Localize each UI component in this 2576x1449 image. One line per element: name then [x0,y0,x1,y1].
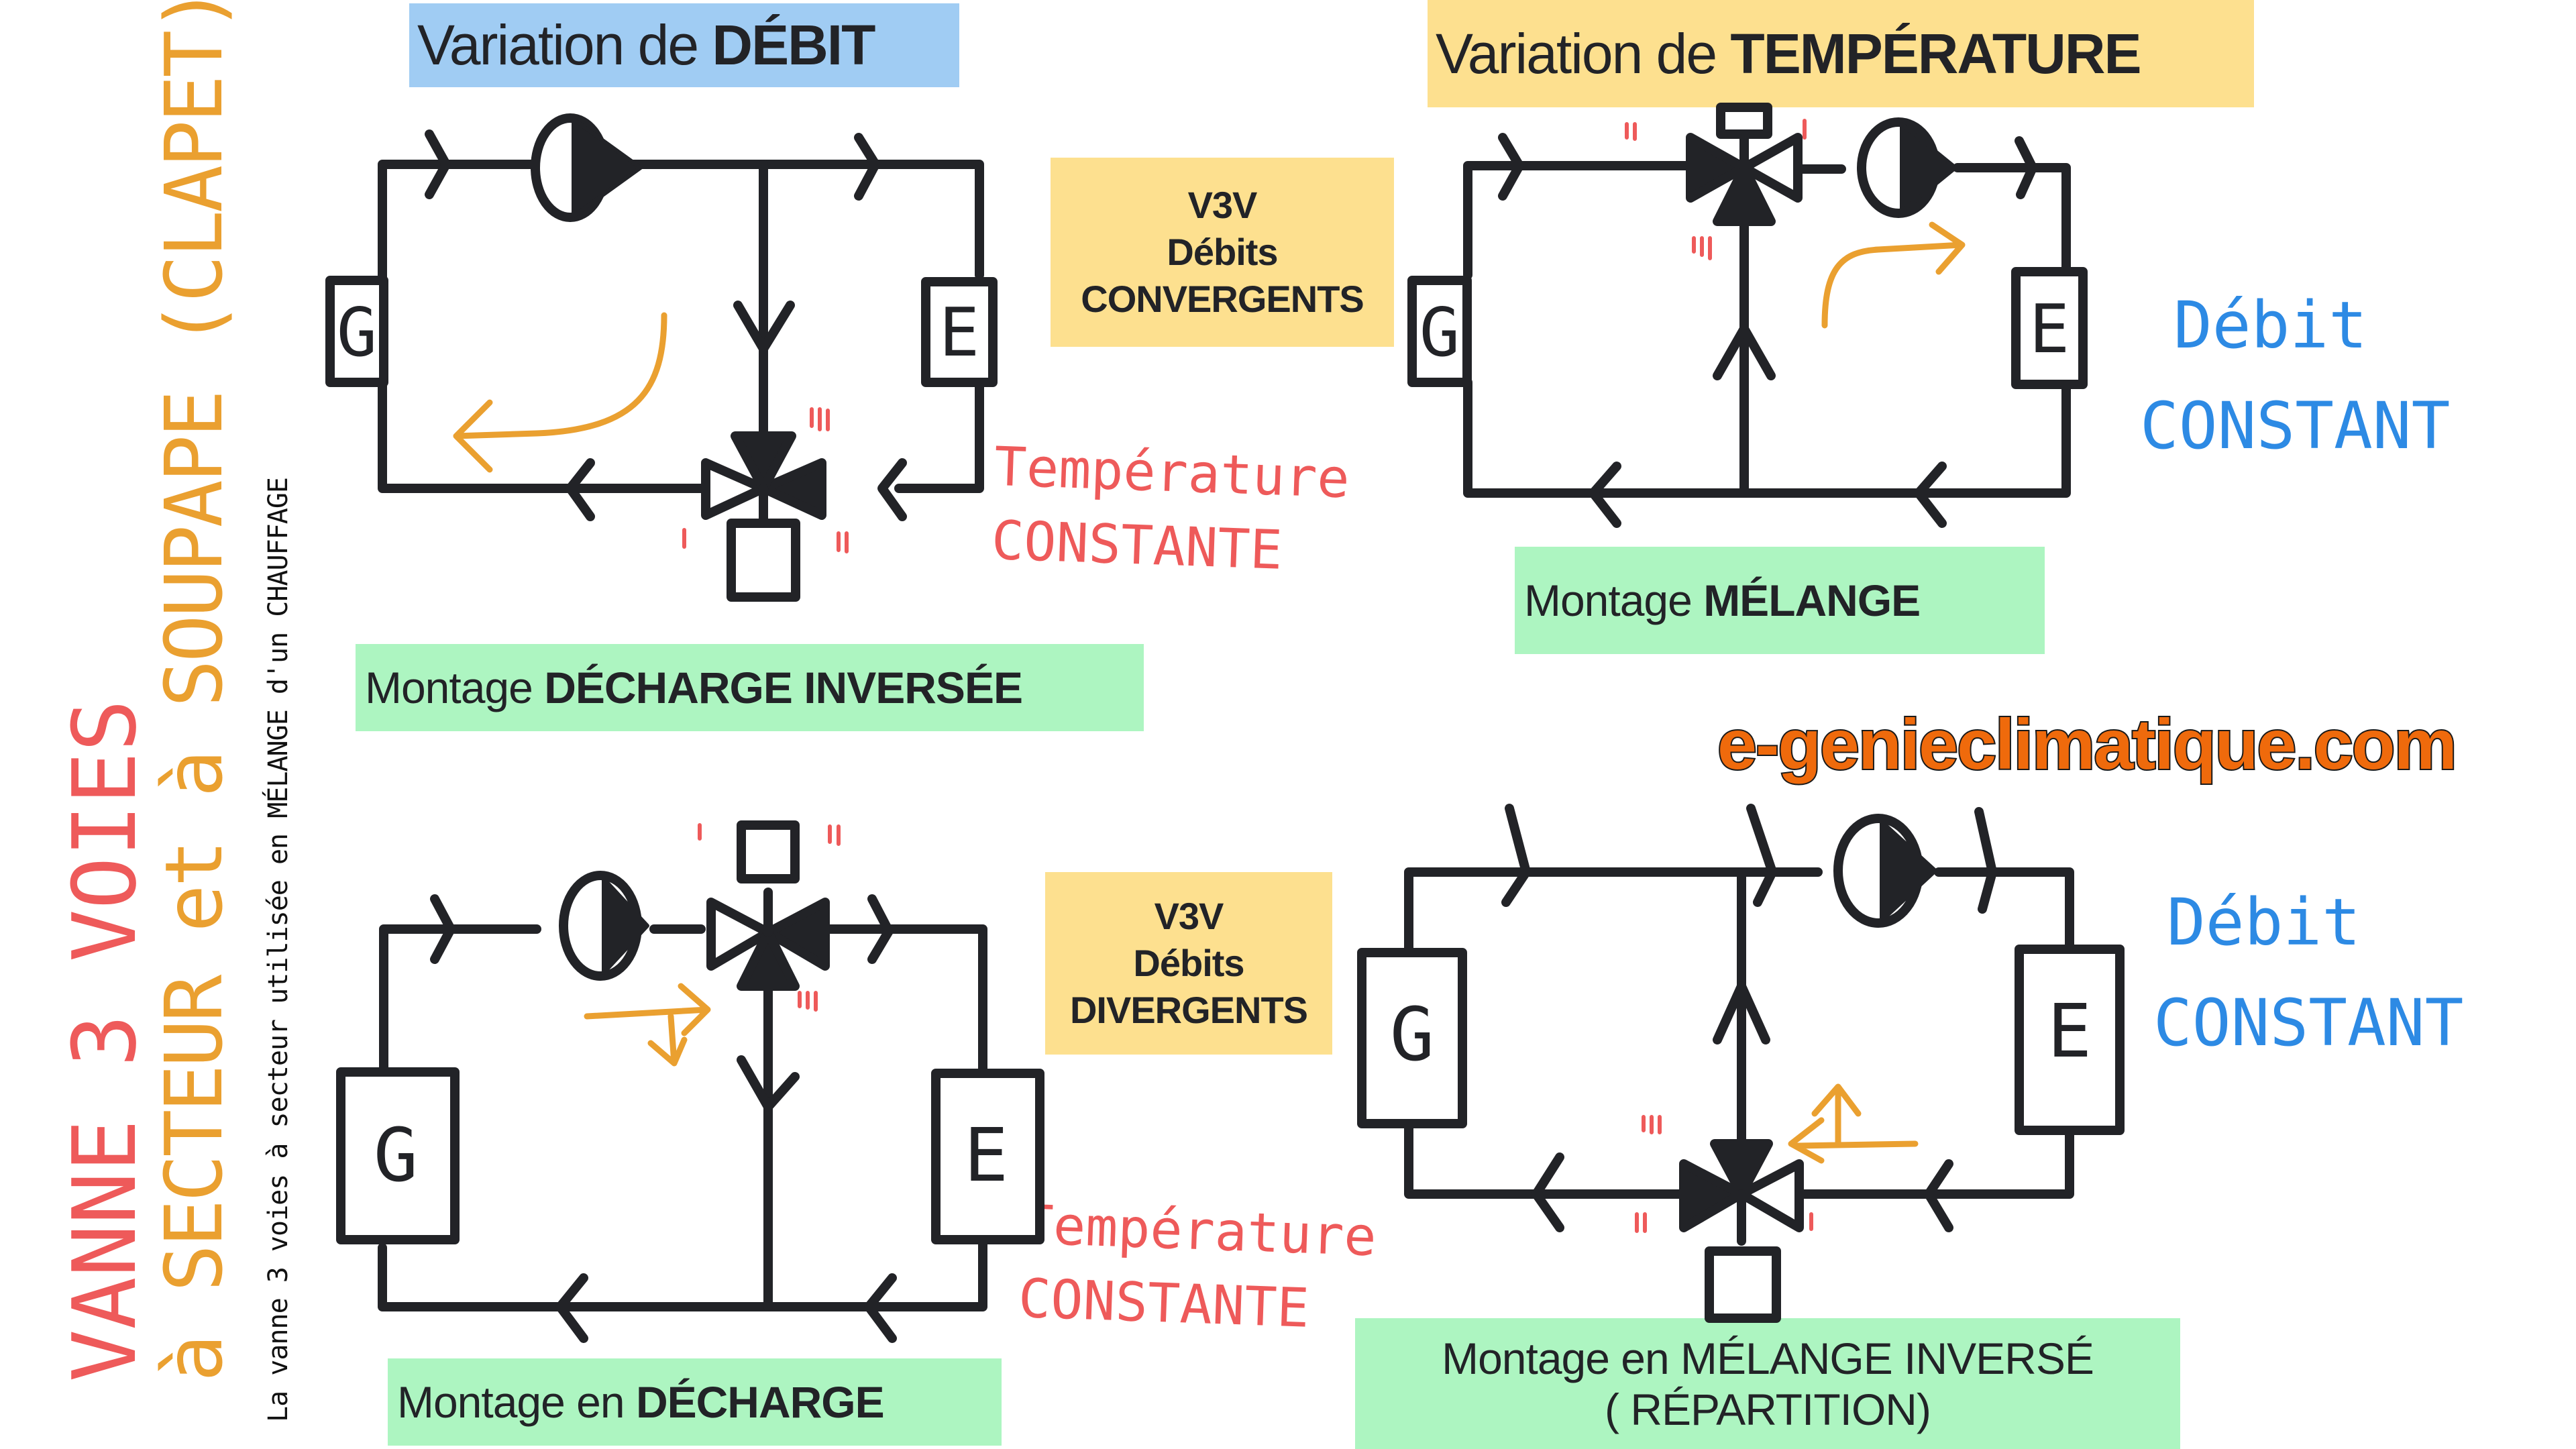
actuator-icon [727,519,800,602]
generator-label: G [1419,293,1460,372]
label-strong: DÉCHARGE [635,1377,885,1427]
title-strong: TEMPÉRATURE [1730,21,2141,85]
brand-watermark: e-genieclimatique.com [1716,704,2459,786]
flow-direction-annotation [1821,221,1966,329]
emitter-label: E [2047,988,2092,1074]
label-strong: MÉLANGE [1703,576,1921,625]
label-prefix: Montage en [397,1377,636,1427]
emitter-box: E [2015,945,2125,1135]
three-way-valve-icon [701,431,826,602]
note-line-2: Débits [1133,942,1244,984]
pump-icon [1857,117,1957,218]
flow-arrows [1498,133,2037,528]
note-converging-flows: V3V Débits CONVERGENTS [1051,158,1394,347]
pump-icon [559,871,649,981]
annotation-line-2: CONSTANT [2153,985,2464,1061]
note-line-3: CONVERGENTS [1081,278,1364,320]
title-flow-variation: Variation de DÉBIT [409,3,959,87]
emitter-box: E [931,1069,1044,1244]
generator-label: G [1390,991,1434,1077]
emitter-box: E [921,277,998,387]
note-line-1: V3V [1187,184,1258,226]
pump-icon [531,113,643,222]
actuator-icon [1705,1246,1781,1323]
annotation-line-1: Débit [2167,885,2361,960]
pipe-loop [378,160,984,493]
three-way-valve-icon [706,820,830,991]
emitter-label: E [939,293,979,372]
label-reverse-bypass: Montage DÉCHARGE INVERSÉE [356,644,1144,731]
label-mixing: Montage MÉLANGE [1515,547,2045,654]
emitter-label: E [964,1112,1008,1198]
annotation-flow-constant: Débit CONSTANT [2153,872,2463,1073]
label-line-2: ( RÉPARTITION) [1605,1384,1931,1434]
label-strong: DÉCHARGE INVERSÉE [544,663,1023,712]
note-line-2: Débits [1167,231,1278,273]
flow-arrows [425,129,907,521]
generator-box: G [325,276,388,387]
port-marks [698,823,841,1012]
diagram-bypass: G E [336,820,1044,1343]
note-line-1: V3V [1154,895,1224,937]
port-marks [682,407,849,553]
title-prefix: Variation de [417,13,712,76]
emitter-label: E [2029,290,2070,368]
flow-direction-annotation [453,312,667,473]
title-temperature-variation: Variation de TEMPÉRATURE [1428,0,2254,107]
pipe-loop [378,924,987,1311]
annotation-line-2: CONSTANT [2140,388,2451,464]
diagram-reverse-bypass: G E [325,113,998,602]
actuator-icon [1716,103,1772,139]
title-strong: DÉBIT [712,13,875,76]
label-bypass: Montage en DÉCHARGE [388,1358,1002,1446]
diagram-mixing: G E [1407,103,2088,528]
pipe-loop [1404,867,2074,1199]
flow-direction-annotation [584,983,711,1067]
label-reverse-mixing: Montage en MÉLANGE INVERSÉ ( RÉPARTITION… [1355,1318,2180,1449]
generator-label: G [374,1112,418,1198]
diagram-reverse-mixing: G E [1357,804,2125,1323]
generator-label: G [337,293,377,372]
generator-box: G [1407,276,1472,387]
flow-arrows [430,894,897,1343]
three-way-valve-icon [1686,103,1803,226]
port-marks [1635,1115,1813,1233]
label-prefix: Montage [365,663,545,712]
three-way-valve-icon [1679,1139,1804,1323]
port-marks [1625,119,1807,260]
flow-direction-annotation [1788,1083,1919,1164]
actuator-icon [737,820,800,883]
emitter-box: E [2011,267,2088,389]
title-prefix: Variation de [1436,21,1731,85]
label-line-1: Montage en MÉLANGE INVERSÉ [1442,1333,2094,1383]
pump-icon [1833,814,1937,928]
annotation-line-1: Débit [2174,288,2367,363]
note-diverging-flows: V3V Débits DIVERGENTS [1045,872,1332,1055]
flow-arrows [1501,804,1997,1232]
label-prefix: Montage [1524,576,1704,625]
annotation-flow-constant: Débit CONSTANT [2140,275,2450,476]
generator-box: G [1357,948,1467,1128]
note-line-3: DIVERGENTS [1069,989,1308,1031]
generator-box: G [336,1067,460,1244]
